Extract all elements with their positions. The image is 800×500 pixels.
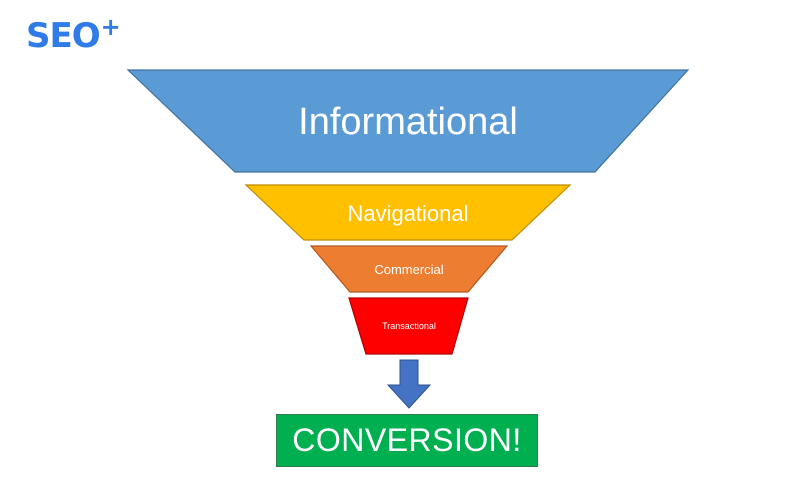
- funnel-stage-transactional-label: Transactional: [382, 321, 436, 331]
- conversion-label: CONVERSION!: [292, 422, 522, 458]
- seo-plus-logo: SEO +: [26, 13, 121, 56]
- logo-text: SEO: [26, 16, 101, 56]
- funnel-stage-transactional: Transactional: [348, 297, 469, 355]
- funnel-stage-commercial: Commercial: [309, 245, 509, 293]
- funnel-stage-informational: Informational: [126, 69, 690, 173]
- funnel-stage-commercial-shape: [309, 245, 509, 293]
- logo-plus-icon: +: [100, 13, 121, 41]
- funnel-stage-informational-label: Informational: [298, 101, 518, 143]
- funnel-stage-transactional-shape: [348, 297, 469, 355]
- funnel-stage-navigational: Navigational: [244, 184, 572, 241]
- funnel-stage-navigational-shape: [244, 184, 572, 241]
- conversion-box: CONVERSION!: [276, 414, 538, 467]
- funnel-stage-informational-shape: [126, 69, 690, 173]
- down-arrow-icon: [386, 359, 432, 409]
- funnel-stage-commercial-label: Commercial: [374, 262, 443, 277]
- funnel-stage-navigational-label: Navigational: [347, 201, 468, 226]
